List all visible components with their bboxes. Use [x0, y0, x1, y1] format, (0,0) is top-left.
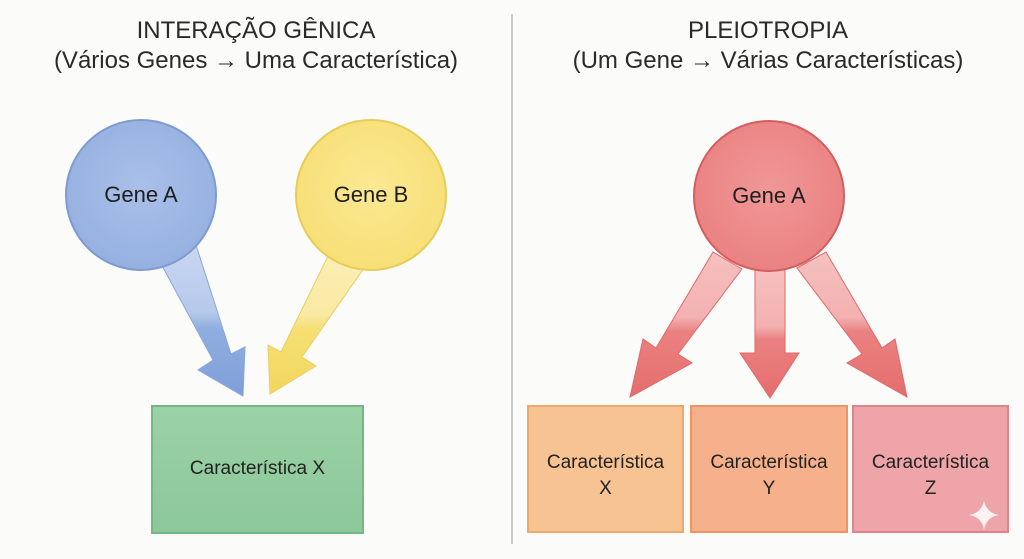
arrow-gene-to-trait-x	[629, 251, 743, 398]
trait-y-line2: Y	[762, 478, 776, 499]
trait-x-label: Característica X	[152, 456, 363, 482]
arrow-gene-a-to-trait	[159, 244, 246, 397]
interaction-heading: INTERAÇÃO GÊNICA	[136, 17, 376, 44]
trait-z-line1: Característica	[871, 452, 990, 473]
trait-x-pleiotropy-label: Característica X	[528, 450, 683, 502]
sparkle-icon	[969, 500, 999, 530]
trait-y-pleiotropy-label: Característica Y	[691, 450, 847, 502]
gene-a-label: Gene A	[104, 182, 178, 207]
trait-y-line1: Característica	[710, 452, 828, 473]
interaction-subtitle: (Vários Genes → Uma Característica)	[53, 47, 459, 74]
trait-x-line2: X	[599, 478, 612, 499]
panel-divider	[511, 14, 513, 544]
gene-a-node	[65, 119, 217, 271]
trait-z-pleiotropy-label: Característica Z	[853, 450, 1008, 502]
trait-x-box	[151, 405, 364, 534]
trait-x-line1: Característica	[546, 452, 665, 473]
interaction-title: INTERAÇÃO GÊNICA (Vários Genes → Uma Car…	[0, 16, 512, 76]
pleiotropy-subtitle: (Um Gene → Várias Características)	[572, 47, 964, 74]
pleiotropy-heading: PLEIOTROPIA	[687, 17, 849, 44]
pleiotropy-title: PLEIOTROPIA (Um Gene → Várias Caracterís…	[512, 16, 1024, 76]
trait-x-pleiotropy-box	[527, 405, 684, 533]
trait-z-line2: Z	[924, 478, 937, 499]
arrow-gene-b-to-trait	[267, 249, 365, 395]
arrow-gene-to-trait-y	[739, 267, 800, 399]
gene-b-label: Gene B	[333, 182, 409, 207]
gene-b-node	[295, 119, 447, 271]
arrow-gene-to-trait-z	[796, 251, 908, 398]
trait-y-pleiotropy-box	[690, 405, 848, 533]
pleiotropy-gene-a-label: Gene A	[732, 183, 806, 208]
trait-x-text: Característica X	[189, 458, 326, 479]
gene-a-pleiotropy-node	[693, 120, 845, 272]
